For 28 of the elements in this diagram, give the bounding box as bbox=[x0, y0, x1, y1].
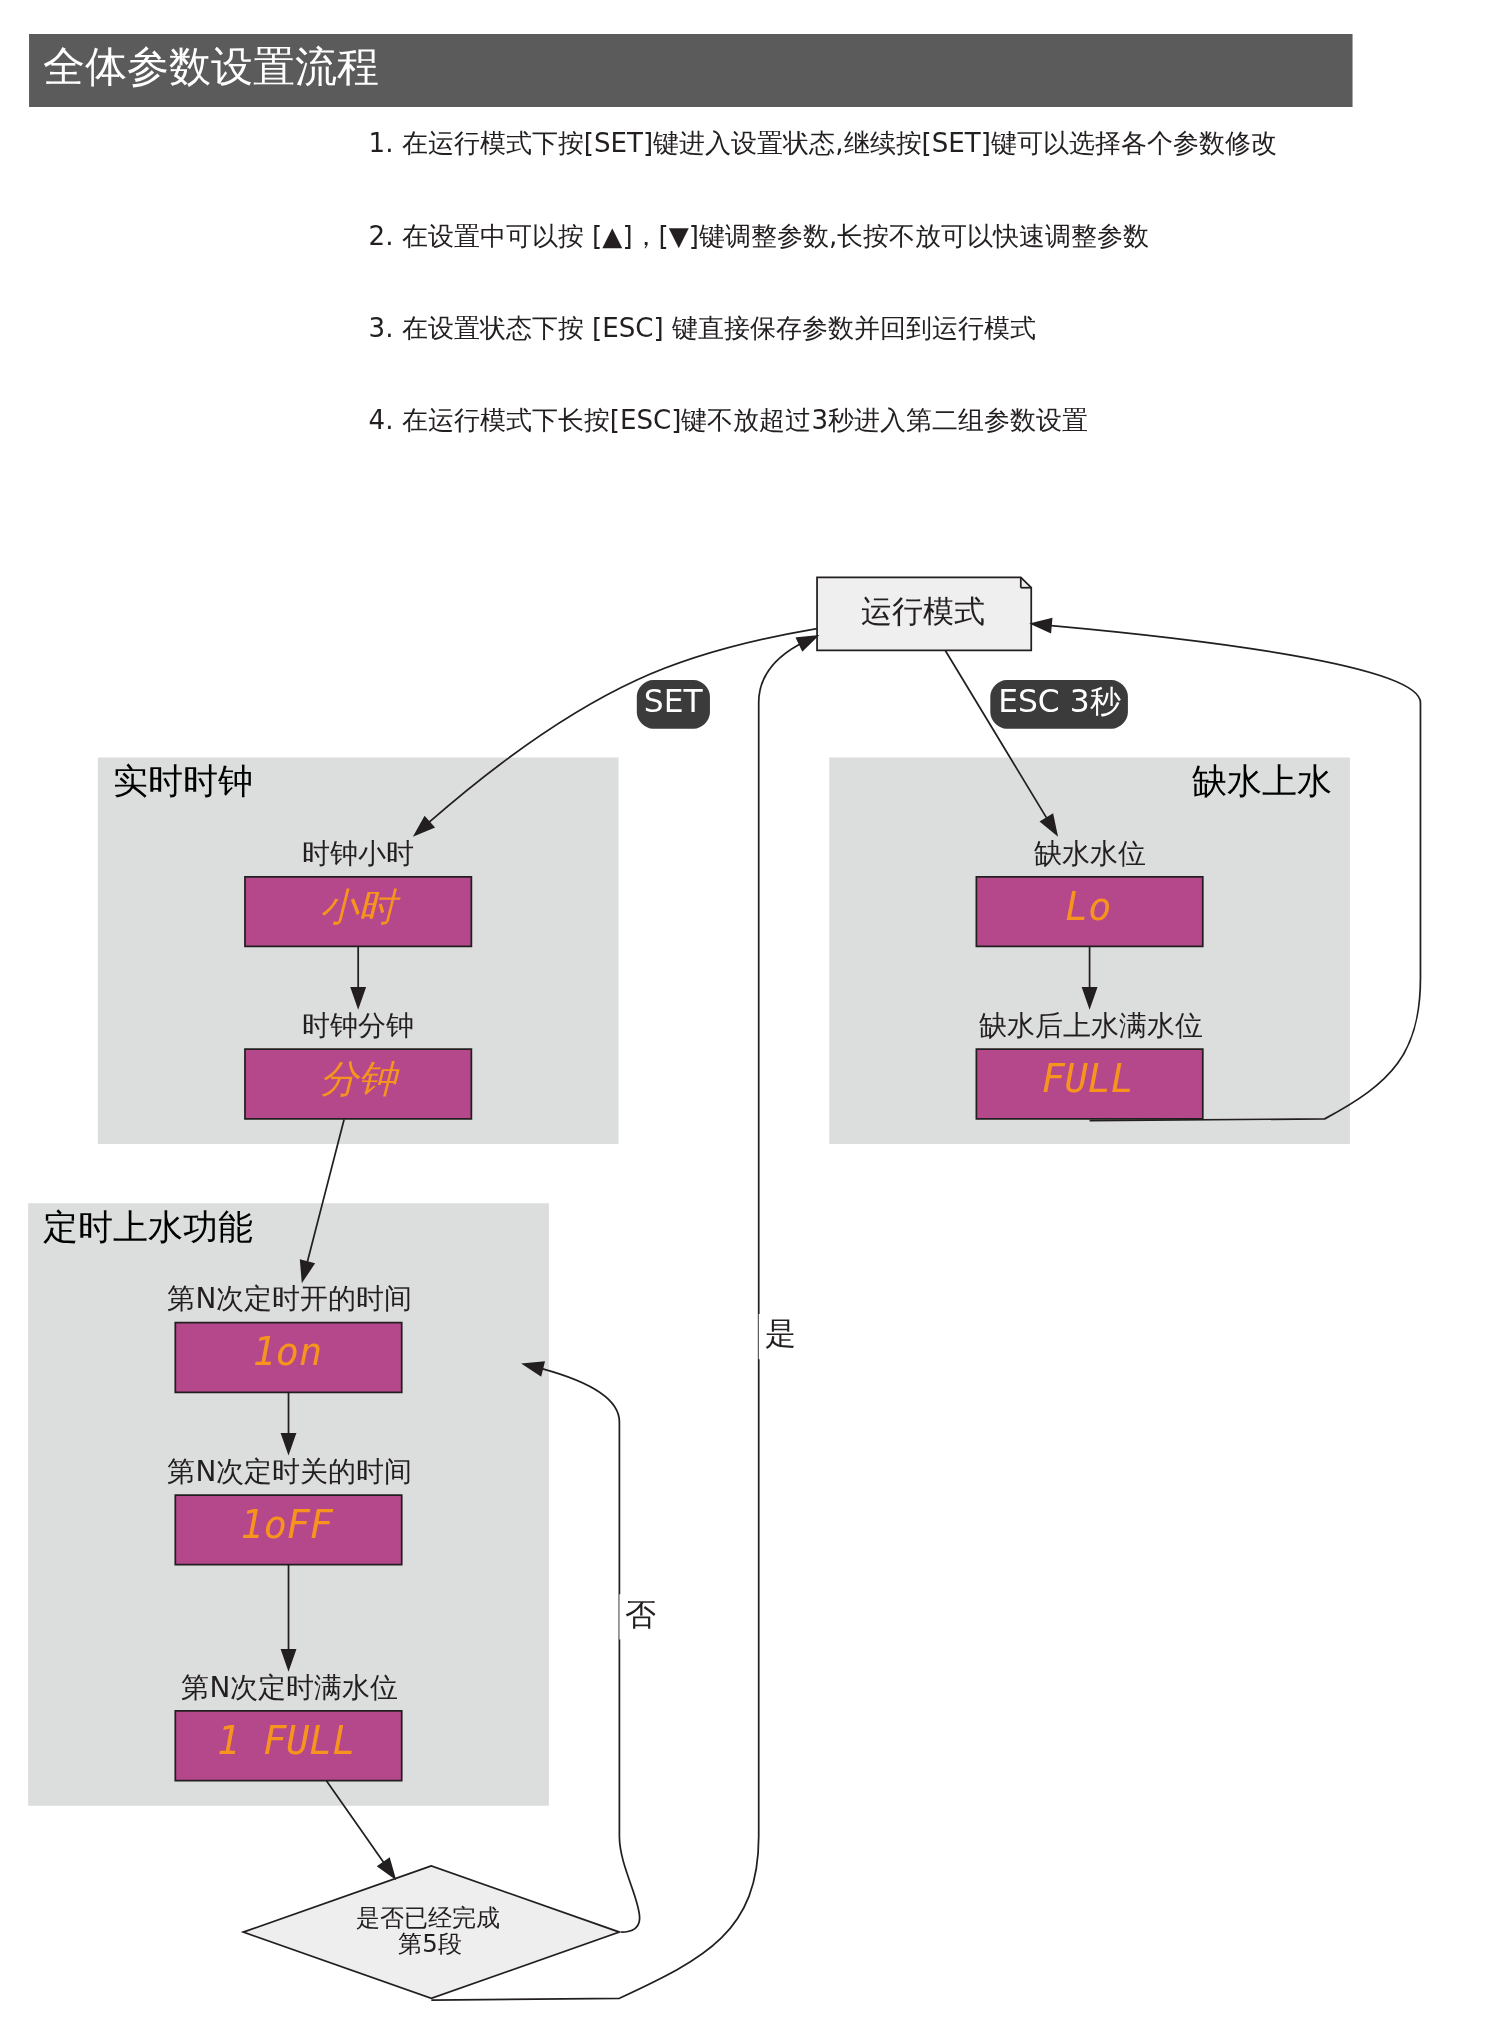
arrow bbox=[944, 649, 1059, 837]
edge-label: 是 bbox=[764, 1314, 796, 1351]
node-label: 时钟小时 bbox=[302, 836, 415, 870]
node-label: 第N次定时关的时间 bbox=[167, 1454, 413, 1488]
node-diamond: 是否已经完成第5段 bbox=[240, 1864, 622, 1999]
arrow bbox=[280, 1563, 297, 1672]
edge-label: ESC 3秒 bbox=[998, 682, 1121, 719]
diagram-title: 全体参数设置流程 bbox=[42, 41, 379, 91]
arrow bbox=[430, 634, 820, 2001]
node-label: 缺水水位 bbox=[1033, 836, 1146, 870]
label: 4. 在运行模式下长按[ESC]键不放超过3秒进入第二组参数设置 bbox=[368, 404, 1089, 435]
arrow bbox=[280, 1391, 297, 1456]
arrow bbox=[350, 945, 367, 1010]
arrow bbox=[412, 627, 818, 837]
edge-label: 否 bbox=[625, 1595, 657, 1632]
arrow bbox=[299, 1118, 345, 1283]
arrow bbox=[1081, 945, 1098, 1010]
label: 2. 在设置中可以按 [▲]，[▼]键调整参数,长按不放可以快速调整参数 bbox=[368, 220, 1150, 251]
node-label: 第N次定时满水位 bbox=[181, 1670, 399, 1704]
edge-label: SET bbox=[643, 682, 703, 719]
arrow bbox=[521, 1360, 641, 1933]
node-label: 第N次定时开的时间 bbox=[167, 1281, 413, 1315]
label: 1. 在运行模式下按[SET]键进入设置状态,继续按[SET]键可以选择各个参数修改 bbox=[368, 127, 1277, 158]
arrow bbox=[325, 1779, 397, 1880]
node-label: 时钟分钟 bbox=[302, 1008, 415, 1042]
node-label: 缺水后上水满水位 bbox=[979, 1008, 1203, 1042]
arrow bbox=[1029, 617, 1422, 1121]
label: 3. 在设置状态下按 [ESC] 键直接保存参数并回到运行模式 bbox=[368, 312, 1037, 343]
